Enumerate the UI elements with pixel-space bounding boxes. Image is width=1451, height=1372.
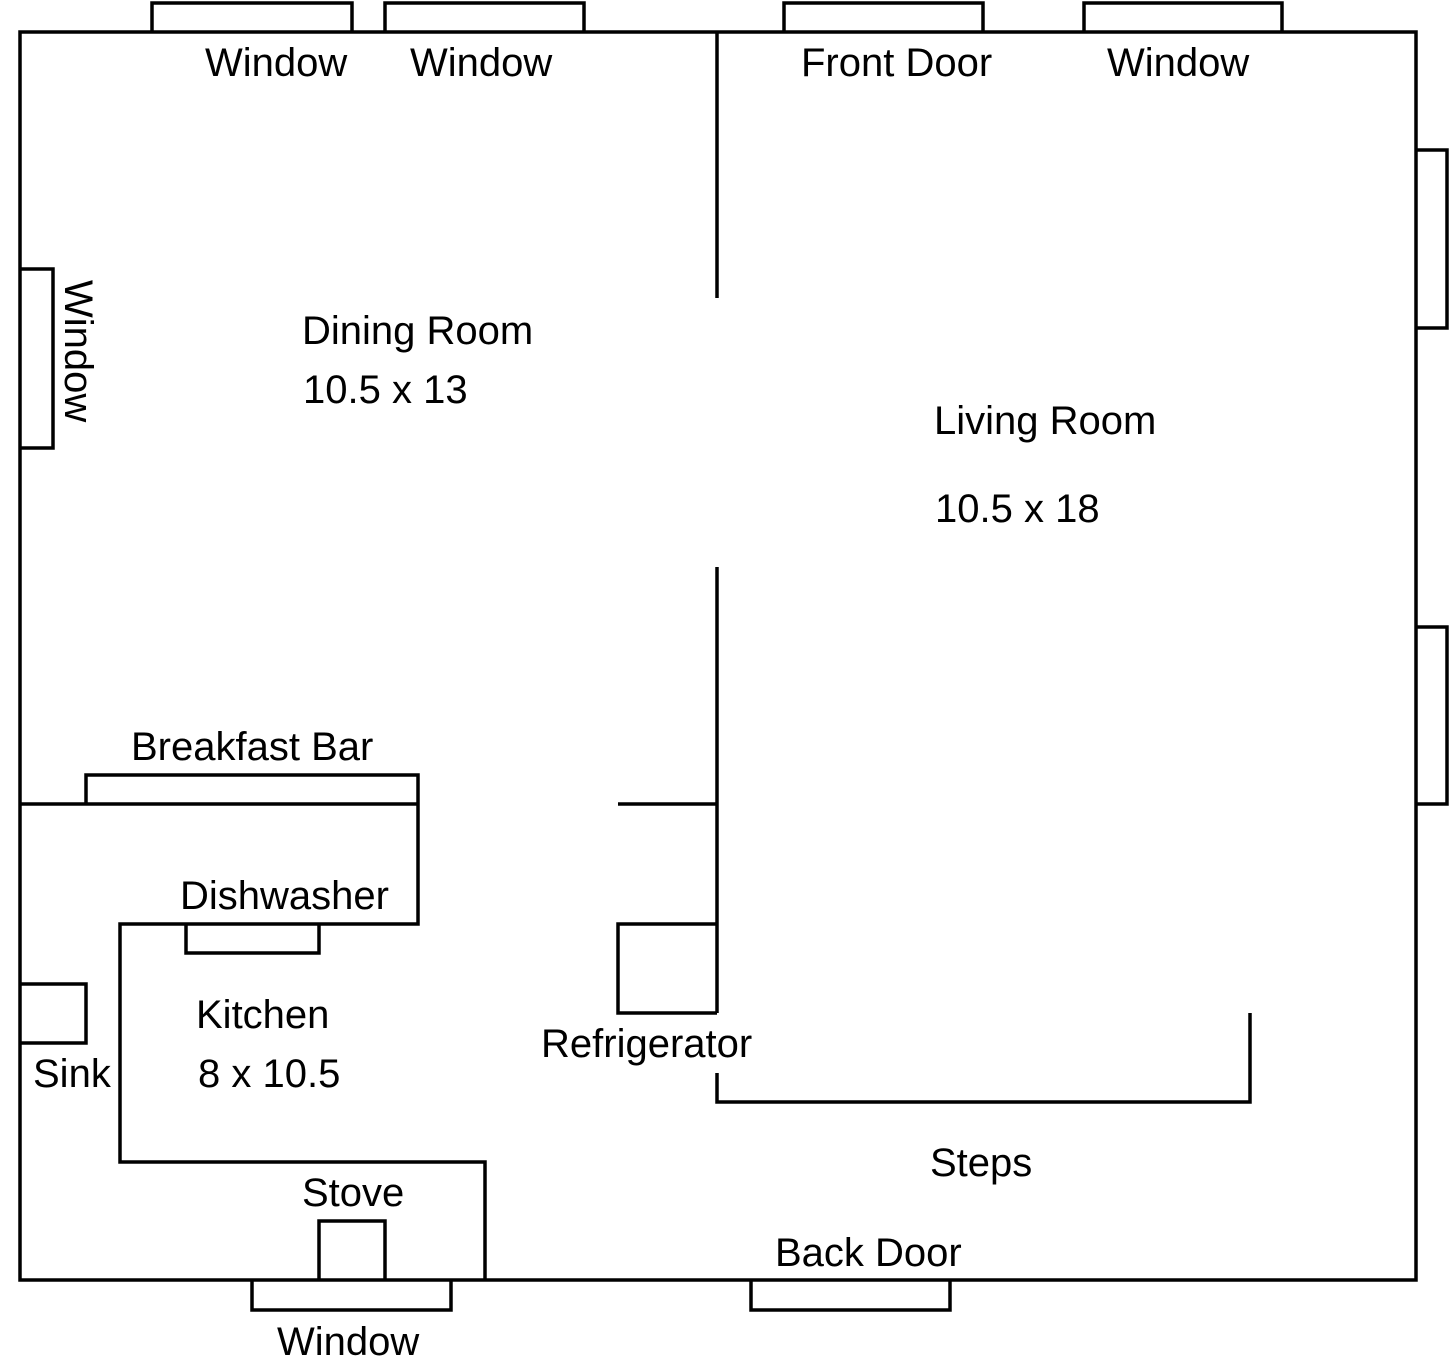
bottom-window-label: Window: [277, 1320, 419, 1364]
sink: [20, 982, 88, 1045]
steps-outline: [715, 1013, 1252, 1104]
kitchen-size: 8 x 10.5: [198, 1052, 340, 1096]
front-door-label: Front Door: [801, 41, 992, 85]
top-window-1: [150, 1, 354, 32]
top-window-1-label: Window: [205, 41, 347, 85]
dishwasher: [184, 924, 321, 955]
bottom-window: [250, 1280, 453, 1312]
kitchen-counter: [118, 804, 487, 1280]
living-room-name: Living Room: [934, 399, 1156, 443]
top-window-2: [383, 1, 586, 32]
steps-label: Steps: [930, 1141, 1032, 1185]
living-room-size: 10.5 x 18: [935, 487, 1100, 531]
breakfast-bar-counter: [84, 773, 420, 804]
refrigerator: [616, 922, 717, 1015]
right-window-lower: [1416, 625, 1449, 806]
back-door: [749, 1280, 952, 1312]
dining-room-name: Dining Room: [302, 309, 533, 353]
sink-label: Sink: [33, 1052, 112, 1096]
stove: [317, 1219, 387, 1280]
dishwasher-label: Dishwasher: [180, 874, 389, 918]
top-window-3-label: Window: [1107, 41, 1249, 85]
top-window-2-label: Window: [410, 41, 552, 85]
refrigerator-label: Refrigerator: [541, 1022, 752, 1066]
dining-room-size: 10.5 x 13: [303, 368, 468, 412]
left-window: [20, 267, 55, 450]
stove-label: Stove: [302, 1171, 404, 1215]
top-window-3: [1082, 1, 1284, 32]
kitchen-name: Kitchen: [196, 993, 329, 1037]
right-window-upper: [1416, 148, 1449, 330]
breakfast-bar-label: Breakfast Bar: [131, 725, 373, 769]
back-door-label: Back Door: [775, 1231, 962, 1275]
front-door: [782, 1, 985, 32]
left-window-label: Window: [56, 280, 100, 422]
